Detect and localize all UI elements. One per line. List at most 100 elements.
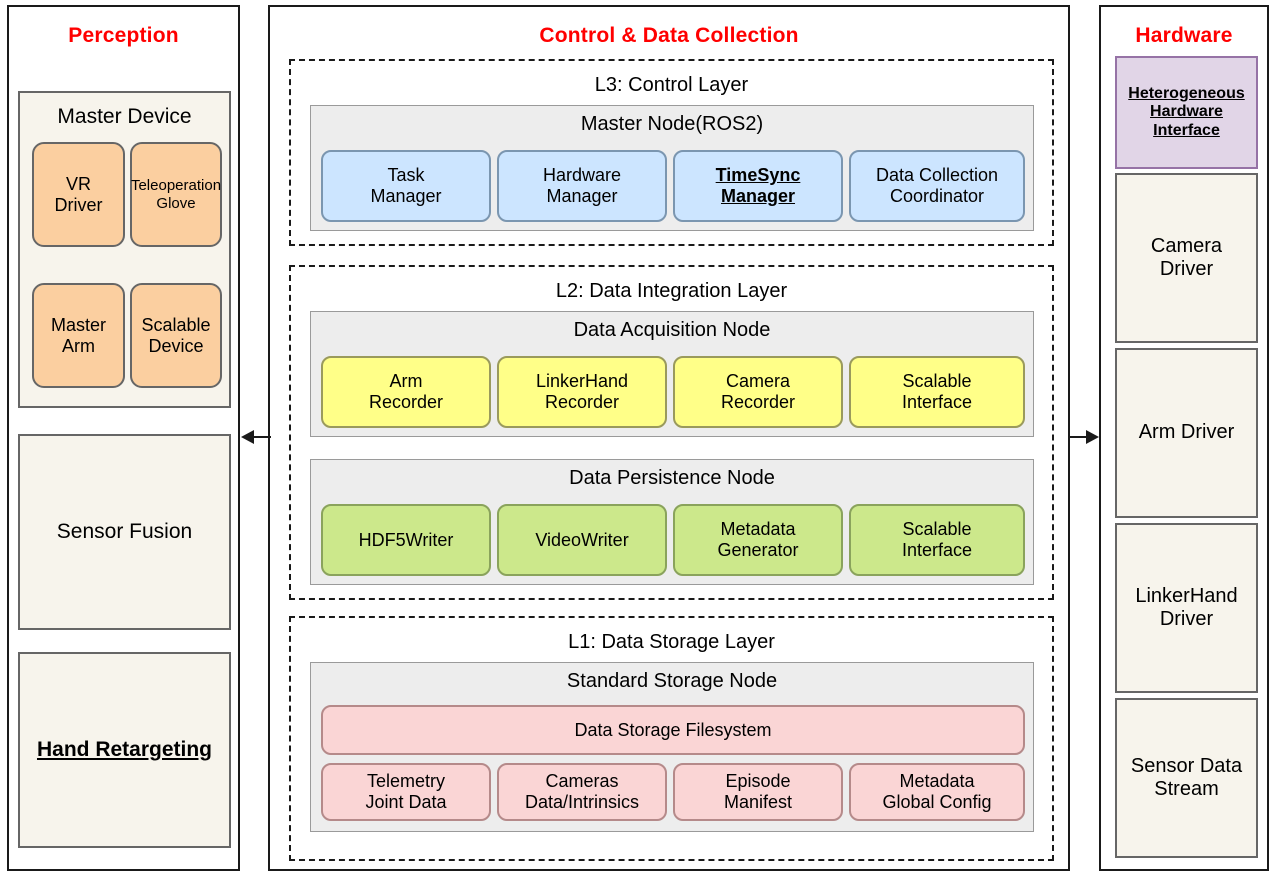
block-label: Hand Retargeting xyxy=(36,737,212,761)
layer-l1-label: L1: Data Storage Layer xyxy=(568,631,775,653)
chip-label-line1: VideoWriter xyxy=(535,529,629,550)
chip-label-line2: Joint Data xyxy=(365,792,447,812)
chip-linkerhand-recorder[interactable]: LinkerHand Recorder xyxy=(497,356,667,428)
layer-l3-label: L3: Control Layer xyxy=(594,74,749,96)
group-master-node: Master Node(ROS2) Task Manager Hardware … xyxy=(310,105,1034,231)
layer-l1: L1: Data Storage Layer Standard Storage … xyxy=(289,616,1054,861)
chip-label-line1: TimeSync xyxy=(715,165,801,186)
hardware-driver-linkerhand[interactable]: LinkerHand Driver xyxy=(1115,523,1258,693)
item-label-line1: Master xyxy=(50,314,106,335)
chip-label-line2: Global Config xyxy=(882,792,992,812)
hardware-driver-sensor-data-stream[interactable]: Sensor Data Stream xyxy=(1115,698,1258,858)
chip-label-line2: Manager xyxy=(546,186,618,206)
chip-timesync-manager[interactable]: TimeSync Manager xyxy=(673,150,843,222)
master-device-group: Master Device VR Driver Teleoperation Gl… xyxy=(18,91,231,408)
chip-camera-recorder[interactable]: Camera Recorder xyxy=(673,356,843,428)
control-title: Control & Data Collection xyxy=(539,24,799,47)
group-data-persistence-node: Data Persistence Node HDF5Writer VideoWr… xyxy=(310,459,1034,585)
chip-arm-recorder[interactable]: Arm Recorder xyxy=(321,356,491,428)
chip-label-line1: Scalable xyxy=(902,371,972,392)
interface-label-line2: Hardware xyxy=(1150,103,1223,121)
layer-l2: L2: Data Integration Layer Data Acquisit… xyxy=(289,265,1054,600)
master-device-label: Master Device xyxy=(57,105,192,128)
chip-data-collection-coordinator[interactable]: Data Collection Coordinator xyxy=(849,150,1025,222)
item-label-line1: Teleoperation xyxy=(130,177,222,195)
item-label-line2: Device xyxy=(148,335,204,356)
group-data-persistence-label: Data Persistence Node xyxy=(569,467,775,489)
chip-label-line1: Arm xyxy=(389,371,423,392)
hardware-driver-arm[interactable]: Arm Driver xyxy=(1115,348,1258,518)
chip-label-line1: Data Collection xyxy=(875,165,999,186)
chip-label-line2: Recorder xyxy=(368,392,444,412)
block-label: Sensor Fusion xyxy=(56,519,193,543)
chip-label-line2: Manager xyxy=(720,186,796,206)
chip-label-line2: Recorder xyxy=(720,392,796,412)
chip-metadata-generator[interactable]: Metadata Generator xyxy=(673,504,843,576)
arrow-head-right-icon xyxy=(1086,430,1099,444)
item-label-line1: VR xyxy=(65,173,91,194)
chip-label-line1: Cameras xyxy=(545,771,619,792)
interface-label-line3: Interface xyxy=(1153,121,1220,139)
chip-label-line1: Metadata xyxy=(720,519,796,540)
master-device-item-teleoperation-glove[interactable]: Teleoperation Glove xyxy=(130,142,222,247)
chip-label-line2: Manifest xyxy=(723,792,793,812)
perception-panel: Perception Master Device VR Driver Teleo… xyxy=(7,5,240,871)
layer-l3: L3: Control Layer Master Node(ROS2) Task… xyxy=(289,59,1054,246)
chip-task-manager[interactable]: Task Manager xyxy=(321,150,491,222)
chip-videowriter[interactable]: VideoWriter xyxy=(497,504,667,576)
hardware-title: Hardware xyxy=(1135,24,1233,47)
chip-label-line1: Data Storage Filesystem xyxy=(574,719,772,740)
driver-label-line2: Driver xyxy=(1159,258,1214,280)
chip-label-line2: Interface xyxy=(901,540,973,560)
chip-label-line1: HDF5Writer xyxy=(358,529,454,550)
driver-label-line1: Camera xyxy=(1150,234,1223,257)
perception-title: Perception xyxy=(68,24,179,47)
chip-metadata-global-config[interactable]: Metadata Global Config xyxy=(849,763,1025,821)
chip-label-line1: Camera xyxy=(725,371,791,392)
chip-label-line1: Metadata xyxy=(899,771,975,792)
chip-label-line2: Interface xyxy=(901,392,973,412)
perception-block-hand-retargeting[interactable]: Hand Retargeting xyxy=(18,652,231,848)
interface-label-line1: Heterogeneous xyxy=(1128,84,1245,102)
chip-hdf5writer[interactable]: HDF5Writer xyxy=(321,504,491,576)
hardware-panel: Hardware Heterogeneous Hardware Interfac… xyxy=(1099,5,1269,871)
chip-label-line1: Telemetry xyxy=(366,771,446,792)
item-label-line1: Scalable xyxy=(141,314,211,335)
chip-label-line1: Hardware xyxy=(542,165,622,186)
item-label-line2: Glove xyxy=(156,194,196,212)
driver-label-line1: LinkerHand xyxy=(1135,584,1238,607)
chip-episode-manifest[interactable]: Episode Manifest xyxy=(673,763,843,821)
hardware-driver-camera[interactable]: Camera Driver xyxy=(1115,173,1258,343)
chip-label-line2: Recorder xyxy=(544,392,620,412)
master-device-item-vr-driver[interactable]: VR Driver xyxy=(32,142,125,247)
chip-label-line2: Manager xyxy=(370,186,442,206)
chip-label-line1: Task xyxy=(387,165,425,186)
arrow-head-left-icon xyxy=(241,430,254,444)
driver-label-line2: Stream xyxy=(1154,778,1219,800)
group-master-node-label: Master Node(ROS2) xyxy=(580,113,764,135)
chip-label-line1: LinkerHand xyxy=(535,371,629,392)
driver-label-line1: Sensor Data xyxy=(1130,754,1243,777)
layer-l2-label: L2: Data Integration Layer xyxy=(555,280,788,302)
group-standard-storage-label: Standard Storage Node xyxy=(566,670,778,692)
chip-scalable-interface-persistence[interactable]: Scalable Interface xyxy=(849,504,1025,576)
chip-data-storage-filesystem[interactable]: Data Storage Filesystem xyxy=(321,705,1025,755)
chip-hardware-manager[interactable]: Hardware Manager xyxy=(497,150,667,222)
master-device-item-master-arm[interactable]: Master Arm xyxy=(32,283,125,388)
chip-label-line1: Episode xyxy=(725,771,791,792)
chip-scalable-interface-acquisition[interactable]: Scalable Interface xyxy=(849,356,1025,428)
control-panel: Control & Data Collection L3: Control La… xyxy=(268,5,1070,871)
group-data-acquisition-node: Data Acquisition Node Arm Recorder Linke… xyxy=(310,311,1034,437)
driver-label-line1: Arm Driver xyxy=(1138,421,1235,444)
chip-telemetry-joint-data[interactable]: Telemetry Joint Data xyxy=(321,763,491,821)
master-device-item-scalable-device[interactable]: Scalable Device xyxy=(130,283,222,388)
group-standard-storage-node: Standard Storage Node Data Storage Files… xyxy=(310,662,1034,832)
item-label-line2: Driver xyxy=(54,194,103,215)
chip-label-line1: Scalable xyxy=(902,519,972,540)
chip-cameras-data-intrinsics[interactable]: Cameras Data/Intrinsics xyxy=(497,763,667,821)
chip-label-line2: Coordinator xyxy=(889,186,985,206)
perception-block-sensor-fusion[interactable]: Sensor Fusion xyxy=(18,434,231,630)
chip-label-line2: Data/Intrinsics xyxy=(524,792,640,812)
heterogeneous-hardware-interface[interactable]: Heterogeneous Hardware Interface xyxy=(1115,56,1258,169)
